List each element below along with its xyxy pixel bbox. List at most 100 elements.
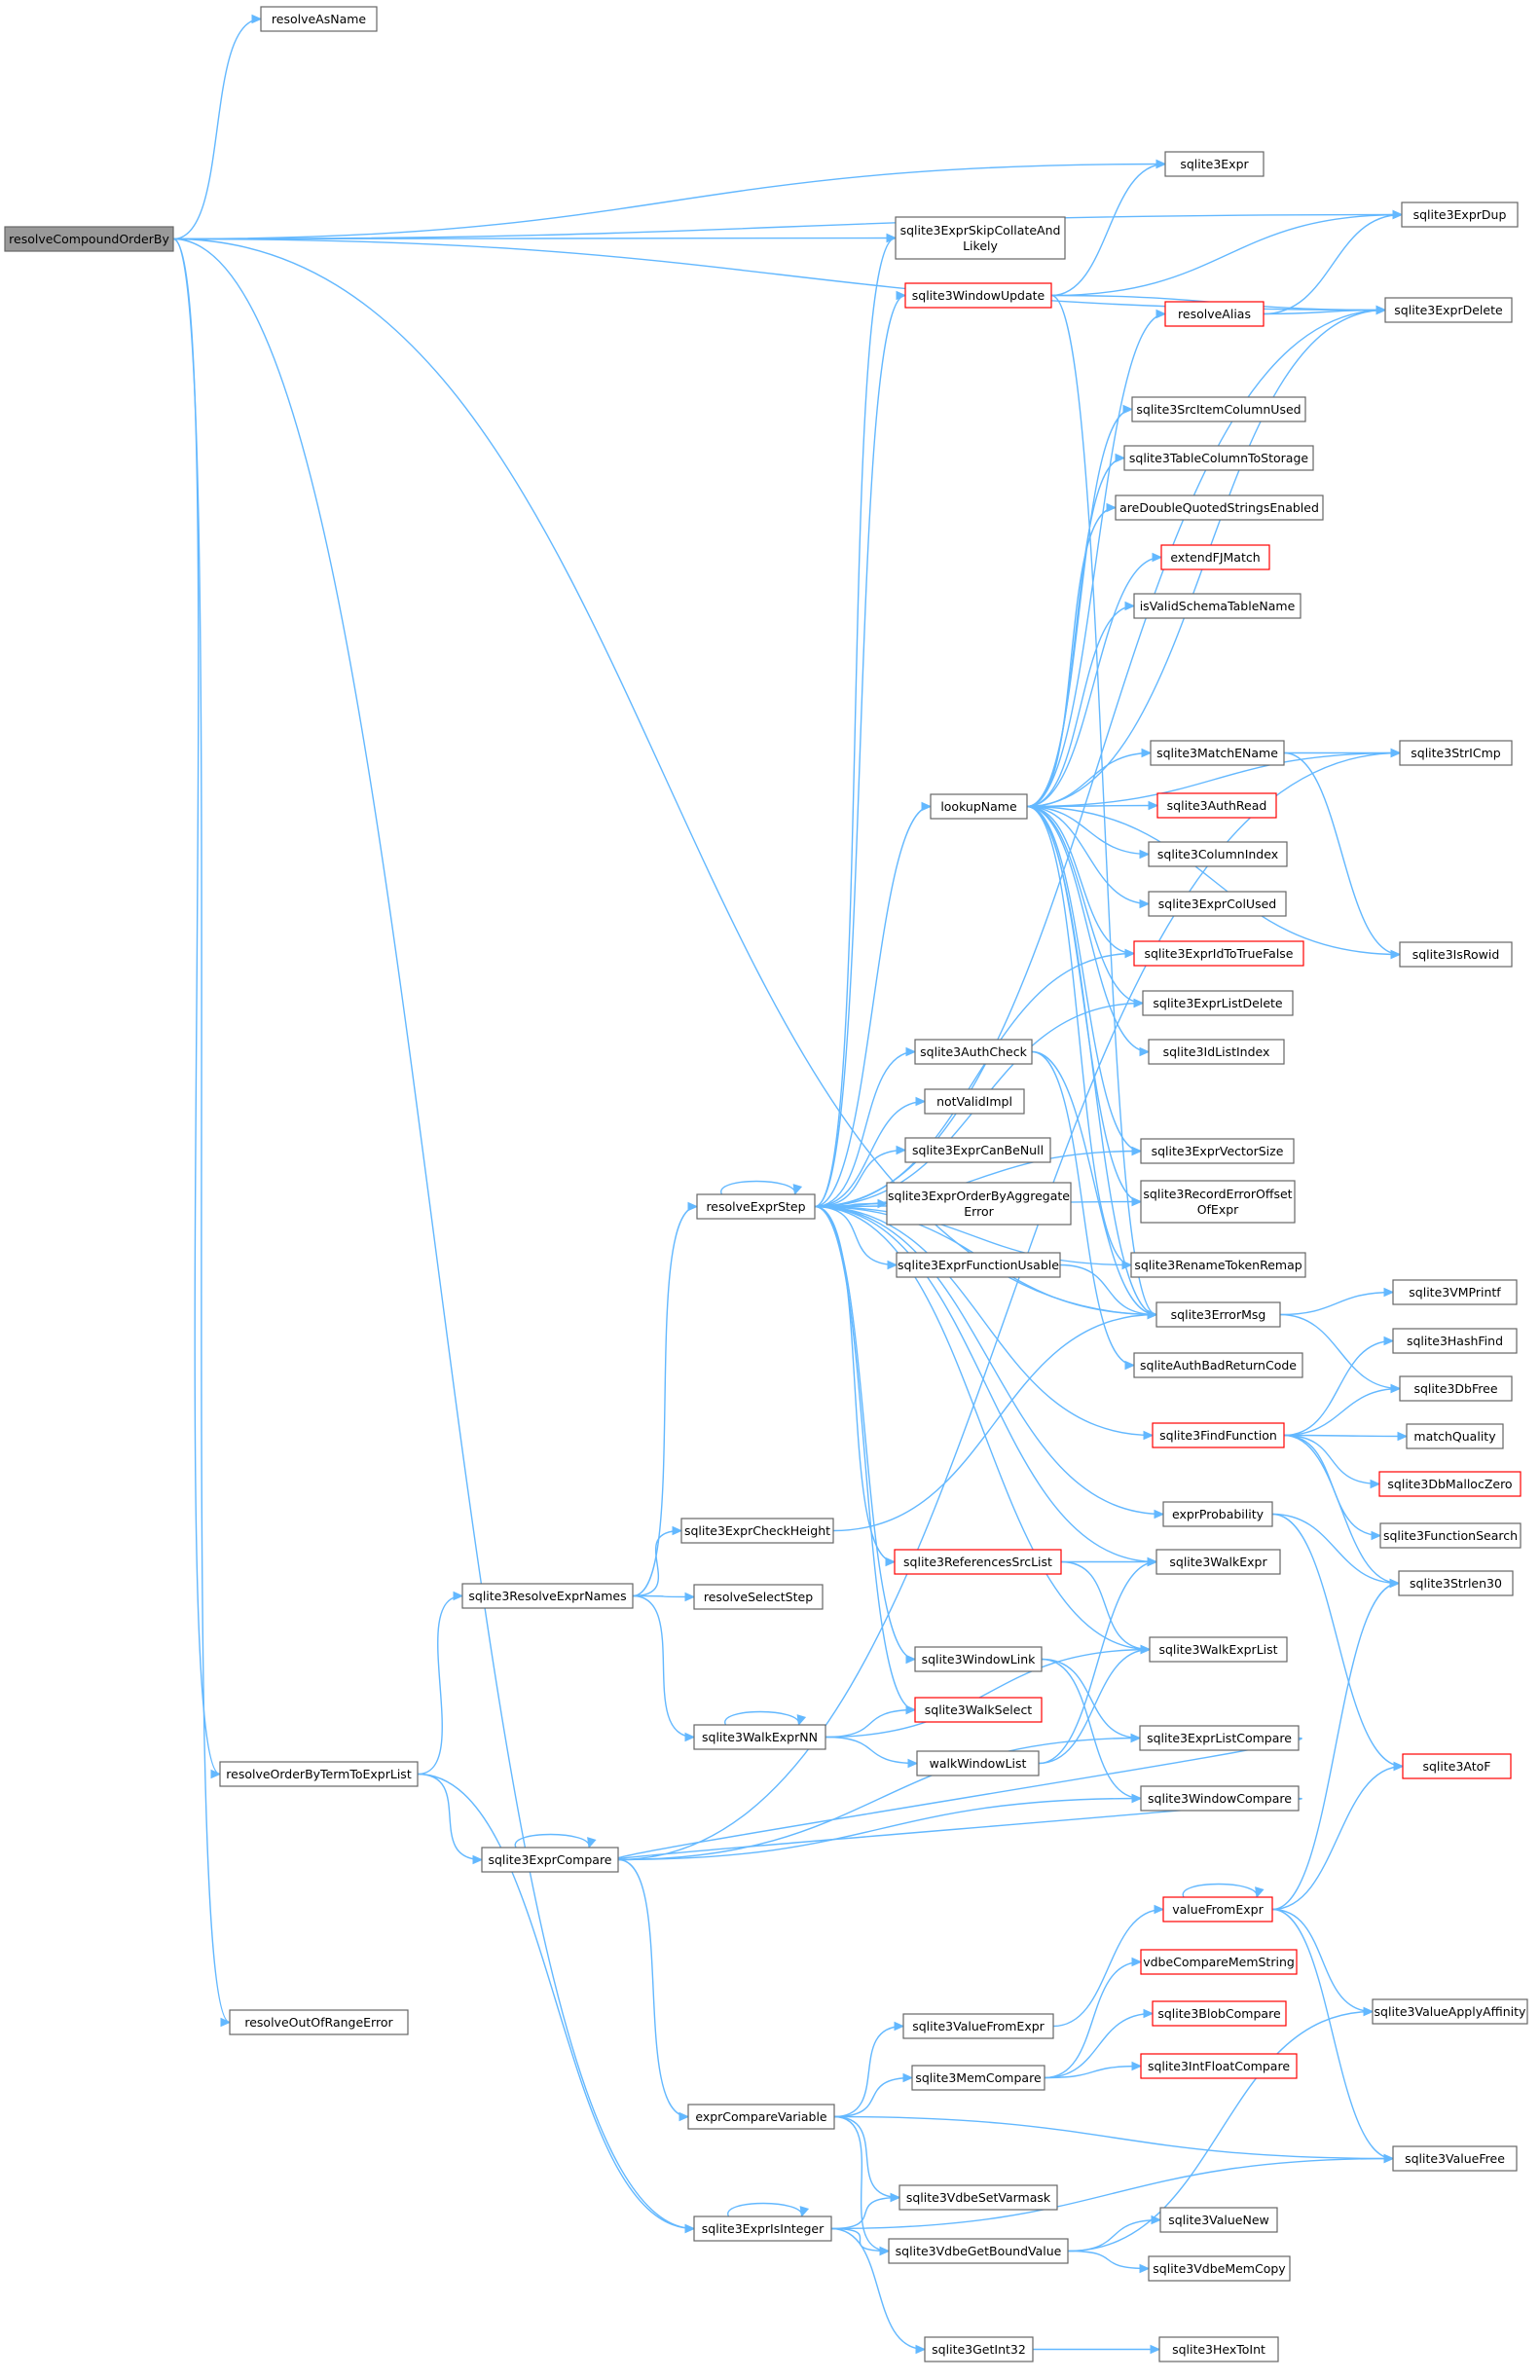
node-sqlite3AtoF[interactable]: sqlite3AtoF	[1402, 1753, 1512, 1779]
node-areDoubleQuotedStringsEnabled[interactable]: areDoubleQuotedStringsEnabled	[1115, 494, 1324, 521]
node-sqlite3ValueNew[interactable]: sqlite3ValueNew	[1159, 2207, 1278, 2233]
node-resolveOrderByTermToExprList[interactable]: resolveOrderByTermToExprList	[219, 1761, 419, 1787]
node-valueFromExpr[interactable]: valueFromExpr	[1162, 1896, 1273, 1922]
node-sqlite3ValueFromExpr[interactable]: sqlite3ValueFromExpr	[902, 2013, 1054, 2039]
node-sqlite3ReferencesSrcList[interactable]: sqlite3ReferencesSrcList	[894, 1549, 1062, 1575]
node-sqlite3WalkSelect[interactable]: sqlite3WalkSelect	[914, 1697, 1043, 1723]
edge-lookupName-to-resolveAlias	[1026, 309, 1167, 808]
node-sqlite3ExprCheckHeight[interactable]: sqlite3ExprCheckHeight	[680, 1518, 834, 1544]
edge-sqlite3ExprIsInteger-to-sqlite3VdbeGetBoundValue	[830, 2227, 891, 2256]
node-resolveCompoundOrderBy[interactable]: resolveCompoundOrderBy	[4, 226, 174, 252]
node-sqlite3WindowCompare[interactable]: sqlite3WindowCompare	[1140, 1785, 1300, 1812]
node-exprProbability[interactable]: exprProbability	[1162, 1501, 1273, 1527]
node-sqlite3ValueApplyAffinity[interactable]: sqlite3ValueApplyAffinity	[1372, 1998, 1528, 2025]
node-sqlite3VMPrintf[interactable]: sqlite3VMPrintf	[1392, 1279, 1518, 1305]
node-box	[1399, 1375, 1513, 1402]
edge-arrowhead	[678, 2111, 690, 2122]
edge-arrowhead	[1139, 2263, 1151, 2274]
node-resolveAlias[interactable]: resolveAlias	[1164, 301, 1265, 327]
node-sqlite3GetInt32[interactable]: sqlite3GetInt32	[924, 2336, 1034, 2362]
node-matchQuality[interactable]: matchQuality	[1406, 1423, 1504, 1449]
node-sqlite3SrcItemColumnUsed[interactable]: sqlite3SrcItemColumnUsed	[1131, 396, 1306, 422]
node-sqlite3DbMallocZero[interactable]: sqlite3DbMallocZero	[1378, 1471, 1522, 1497]
node-lookupName[interactable]: lookupName	[930, 793, 1028, 820]
node-sqlite3VdbeSetVarmask[interactable]: sqlite3VdbeSetVarmask	[898, 2184, 1058, 2211]
node-sqlite3WalkExprList[interactable]: sqlite3WalkExprList	[1149, 1636, 1288, 1663]
node-sqlite3ValueFree[interactable]: sqlite3ValueFree	[1392, 2145, 1518, 2172]
node-sqlite3StrICmp[interactable]: sqlite3StrICmp	[1399, 740, 1513, 766]
node-sqlite3ExprIdToTrueFalse[interactable]: sqlite3ExprIdToTrueFalse	[1133, 940, 1304, 967]
node-extendFJMatch[interactable]: extendFJMatch	[1160, 544, 1270, 570]
node-sqlite3VdbeMemCopy[interactable]: sqlite3VdbeMemCopy	[1148, 2255, 1291, 2282]
node-sqlite3AuthRead[interactable]: sqlite3AuthRead	[1156, 792, 1277, 819]
node-isValidSchemaTableName[interactable]: isValidSchemaTableName	[1133, 593, 1302, 619]
node-sqlite3ExprCanBeNull[interactable]: sqlite3ExprCanBeNull	[904, 1137, 1051, 1163]
node-sqlite3ExprListDelete[interactable]: sqlite3ExprListDelete	[1142, 990, 1294, 1016]
edge-line	[1038, 1560, 1157, 1765]
node-resolveSelectStep[interactable]: resolveSelectStep	[693, 1584, 824, 1610]
node-resolveOutOfRangeError[interactable]: resolveOutOfRangeError	[229, 2009, 409, 2035]
node-walkWindowList[interactable]: walkWindowList	[916, 1750, 1040, 1776]
edge-line	[814, 1150, 1142, 1208]
node-sqliteAuthBadReturnCode[interactable]: sqliteAuthBadReturnCode	[1133, 1352, 1303, 1378]
node-sqlite3ExprListCompare[interactable]: sqlite3ExprListCompare	[1139, 1725, 1300, 1751]
node-sqlite3TableColumnToStorage[interactable]: sqlite3TableColumnToStorage	[1123, 445, 1314, 471]
node-sqlite3FunctionSearch[interactable]: sqlite3FunctionSearch	[1379, 1522, 1522, 1549]
node-sqlite3HexToInt[interactable]: sqlite3HexToInt	[1158, 2336, 1279, 2362]
edge-arrowhead	[905, 1654, 917, 1665]
node-sqlite3ExprCompare[interactable]: sqlite3ExprCompare	[481, 1847, 619, 1873]
edge-line	[1271, 1582, 1400, 1911]
node-sqlite3FindFunction[interactable]: sqlite3FindFunction	[1152, 1422, 1285, 1448]
node-sqlite3VdbeGetBoundValue[interactable]: sqlite3VdbeGetBoundValue	[888, 2238, 1069, 2264]
node-sqlite3HashFind[interactable]: sqlite3HashFind	[1392, 1328, 1518, 1354]
node-sqlite3MatchEName[interactable]: sqlite3MatchEName	[1150, 740, 1285, 766]
node-box	[1162, 1896, 1273, 1922]
edge-line	[833, 2115, 900, 2199]
node-sqlite3ColumnIndex[interactable]: sqlite3ColumnIndex	[1148, 841, 1288, 867]
node-sqlite3ExprDup[interactable]: sqlite3ExprDup	[1401, 201, 1519, 228]
node-box	[1399, 941, 1513, 968]
node-sqlite3ExprVectorSize[interactable]: sqlite3ExprVectorSize	[1140, 1138, 1295, 1164]
node-sqlite3DbFree[interactable]: sqlite3DbFree	[1399, 1375, 1513, 1402]
node-label: sqlite3WindowCompare	[1148, 1791, 1292, 1806]
node-sqlite3Expr[interactable]: sqlite3Expr	[1164, 151, 1265, 177]
node-sqlite3BlobCompare[interactable]: sqlite3BlobCompare	[1152, 2000, 1287, 2027]
node-vdbeCompareMemString[interactable]: vdbeCompareMemString	[1140, 1949, 1298, 1975]
node-resolveAsName[interactable]: resolveAsName	[260, 6, 378, 32]
node-sqlite3AuthCheck[interactable]: sqlite3AuthCheck	[914, 1039, 1033, 1065]
node-box	[1406, 1423, 1504, 1449]
node-sqlite3ExprDelete[interactable]: sqlite3ExprDelete	[1384, 297, 1513, 323]
node-sqlite3WindowUpdate[interactable]: sqlite3WindowUpdate	[904, 282, 1052, 309]
edge-sqlite3ExprCompare-to-sqlite3ExprCompare	[514, 1833, 597, 1849]
node-sqlite3IntFloatCompare[interactable]: sqlite3IntFloatCompare	[1140, 2053, 1298, 2079]
node-sqlite3ExprFunctionUsable[interactable]: sqlite3ExprFunctionUsable	[896, 1252, 1061, 1278]
node-sqlite3WindowLink[interactable]: sqlite3WindowLink	[914, 1646, 1043, 1672]
node-sqlite3MemCompare[interactable]: sqlite3MemCompare	[911, 2065, 1045, 2091]
node-box	[1164, 151, 1265, 177]
node-exprCompareVariable[interactable]: exprCompareVariable	[687, 2104, 835, 2130]
edge-lookupName-to-sqlite3IdListIndex	[1026, 805, 1151, 1057]
edge-line	[1031, 1050, 1135, 1367]
node-sqlite3IsRowid[interactable]: sqlite3IsRowid	[1399, 941, 1513, 968]
node-sqlite3ResolveExprNames[interactable]: sqlite3ResolveExprNames	[461, 1583, 634, 1609]
node-label: sqlite3GetInt32	[932, 2342, 1026, 2357]
node-sqlite3ExprIsInteger[interactable]: sqlite3ExprIsInteger	[693, 2215, 832, 2242]
node-sqlite3IdListIndex[interactable]: sqlite3IdListIndex	[1148, 1039, 1285, 1065]
node-resolveExprStep[interactable]: resolveExprStep	[696, 1193, 816, 1220]
node-sqlite3WalkExprNN[interactable]: sqlite3WalkExprNN	[693, 1724, 826, 1750]
node-label: sqlite3IdListIndex	[1163, 1044, 1270, 1059]
node-sqlite3Strlen30[interactable]: sqlite3Strlen30	[1398, 1570, 1514, 1596]
node-label: sqlite3WalkExprNN	[702, 1730, 818, 1744]
node-sqlite3ExprColUsed[interactable]: sqlite3ExprColUsed	[1148, 891, 1287, 917]
node-sqlite3WalkExpr[interactable]: sqlite3WalkExpr	[1155, 1549, 1281, 1575]
node-notValidImpl[interactable]: notValidImpl	[924, 1088, 1025, 1115]
node-sqlite3ErrorMsg[interactable]: sqlite3ErrorMsg	[1155, 1301, 1281, 1328]
edge-arrowhead	[684, 1732, 696, 1742]
edge-sqlite3ResolveExprNames-to-sqlite3ExprCheckHeight	[632, 1525, 683, 1597]
node-sqlite3RenameTokenRemap[interactable]: sqlite3RenameTokenRemap	[1130, 1252, 1306, 1278]
edge-resolveExprStep-to-sqlite3AuthCheck	[814, 1046, 917, 1208]
edge-sqlite3WalkExprNN-to-sqlite3WalkSelect	[825, 1704, 917, 1739]
